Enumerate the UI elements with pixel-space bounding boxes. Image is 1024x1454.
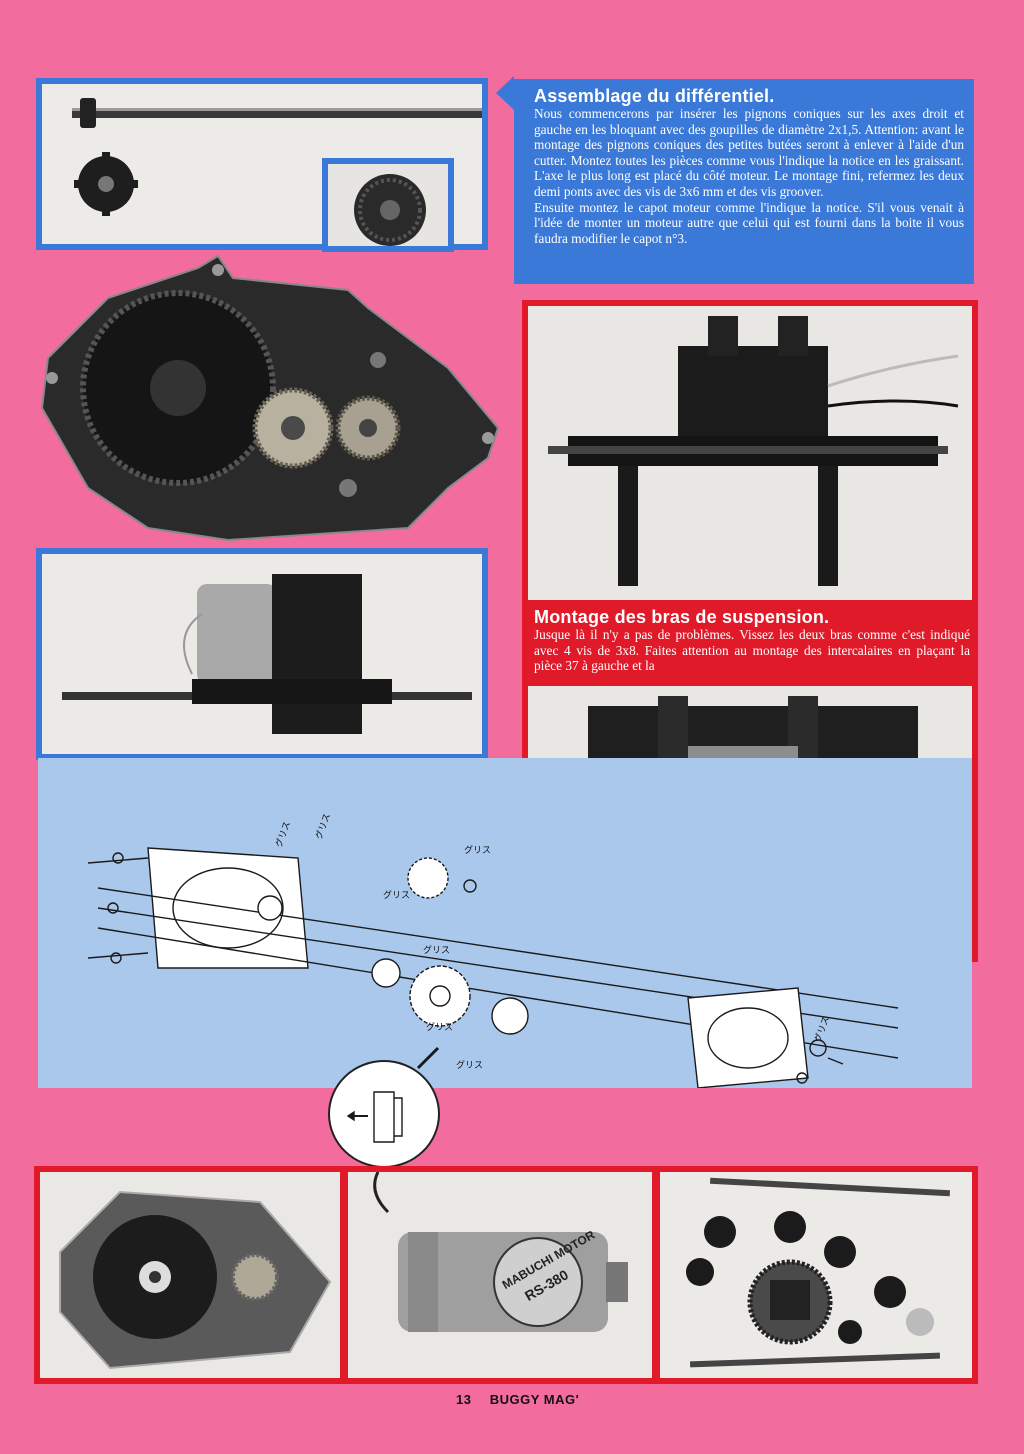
page-footer: 13 BUGGY MAG' — [456, 1392, 579, 1407]
section-suspension-textbox: Montage des bras de suspension. Jusque l… — [522, 604, 978, 684]
photo-motor: MABUCHI MOTOR RS-380 — [348, 1172, 652, 1378]
diagram-detail-inset — [328, 1060, 440, 1168]
magazine-name: BUGGY MAG' — [489, 1392, 580, 1407]
photo-open-gearbox — [28, 248, 514, 548]
photo-motor-gearbox — [42, 554, 482, 754]
photo-motor-gearbox-frame — [36, 548, 488, 760]
photo-rear-axle-frame — [522, 300, 978, 606]
section-differential-body-2: Ensuite montez le capot moteur comme l'i… — [534, 199, 964, 246]
photo-gearbox-housing-frame — [34, 1166, 346, 1384]
photo-gearbox-housing — [40, 1172, 340, 1378]
section-differential-body: Nous commencerons par insérer les pignon… — [534, 106, 964, 199]
section-suspension-body: Jusque là il n'y a pas de problèmes. Vis… — [534, 627, 970, 674]
photo-rear-axle — [528, 306, 972, 600]
section-differential-title: Assemblage du différentiel. — [534, 86, 775, 106]
photo-motor-frame: MABUCHI MOTOR RS-380 — [342, 1166, 658, 1384]
photo-gear-inset — [328, 164, 448, 246]
exploded-diagram: グリス グリス グリス グリス グリス グリス グリス グリス — [38, 758, 972, 1089]
section-differential-textbox: Assemblage du différentiel. Nous commenc… — [514, 79, 974, 284]
diagram-label: グリス — [423, 944, 450, 955]
section-suspension-title: Montage des bras de suspension. — [534, 607, 830, 627]
photo-gear-inset-frame — [322, 158, 454, 252]
diagram-label: グリス — [456, 1059, 483, 1070]
pointer-arrow — [496, 76, 514, 110]
diagram-label: グリス — [464, 844, 491, 855]
diagram-label: グリス — [426, 1021, 453, 1032]
photo-differential-parts — [660, 1172, 972, 1378]
page-number: 13 — [456, 1392, 472, 1407]
photo-differential-parts-frame — [654, 1166, 978, 1384]
diagram-label: グリス — [383, 889, 410, 900]
